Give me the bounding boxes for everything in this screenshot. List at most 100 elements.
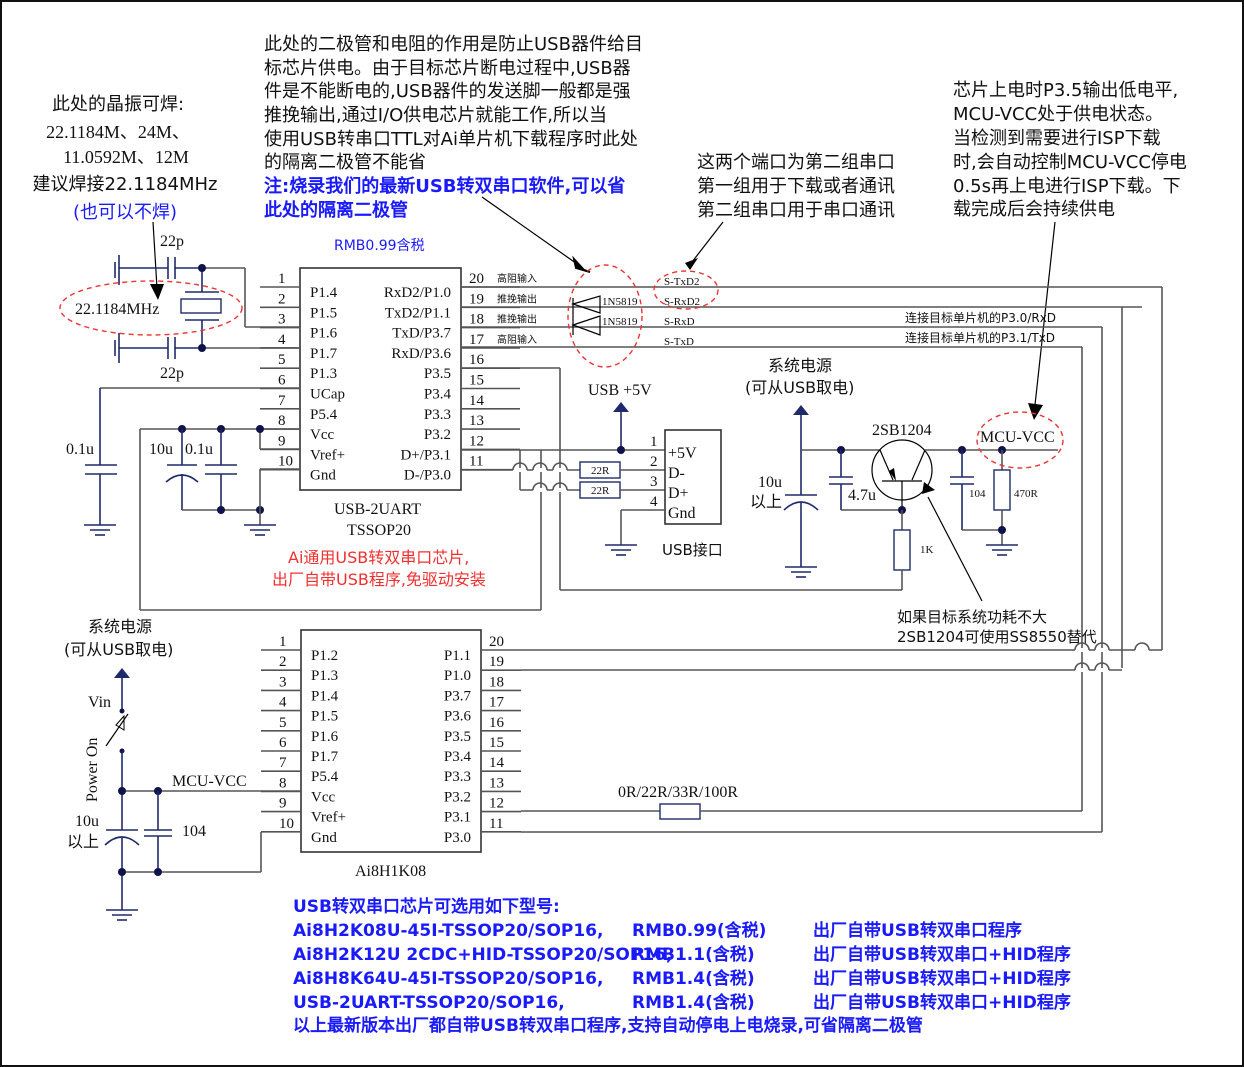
net-s-txd: S-TxD (664, 336, 694, 348)
pin-name: P3.3 (424, 407, 451, 423)
wire-jumper (532, 482, 548, 491)
model-part: Ai8H2K08U-45I-TSSOP20/SOP16, (293, 921, 603, 941)
usb-r2-label: 22R (591, 485, 610, 497)
crystal-note-line: 22.1184M、24M、 (46, 122, 190, 142)
power-on-label: Power On (84, 738, 101, 802)
wire-jumper (1074, 642, 1090, 651)
diode-note: 此处的二极管和电阻的作用是防止USB器件给目 标芯片供电。由于目标芯片断电过程中… (264, 34, 643, 221)
sys-power-title: 系统电源 (768, 356, 832, 375)
arrow-line (481, 196, 581, 267)
power-note-line: 时,会自动控制MCU-VCC停电 (953, 152, 1187, 173)
pin-number: 2 (278, 291, 286, 307)
pin-mode: 高阻输入 (497, 333, 537, 346)
pin-number: 6 (278, 373, 286, 389)
arrow-line (691, 221, 724, 263)
pin-number: 4 (279, 695, 287, 711)
wire-jumper (1094, 662, 1110, 671)
chip-ai8h1k08: Ai8H1K08 1P1.22P1.33P1.44P1.55P1.66P1.77… (261, 629, 1162, 880)
chip-name-label: USB-2UART (334, 501, 421, 518)
pin-number: 9 (278, 433, 286, 449)
pin-number: 13 (469, 413, 484, 429)
diode-note-line: 的隔离二极管不能省 (264, 152, 426, 173)
pin-name: P1.4 (311, 688, 339, 704)
transistor-sub-line: 2SB1204可使用SS8550替代 (897, 628, 1097, 646)
pin-name: UCap (310, 387, 345, 403)
power-note-line: 芯片上电时P3.5输出低电平, (953, 80, 1178, 101)
pin-number: 20 (469, 271, 484, 287)
ports-note: 这两个端口为第二组串口 第一组用于下载或者通讯 第二组串口用于串口通讯 (697, 152, 895, 221)
pin-name: Vcc (310, 427, 334, 443)
diode2-label: 1N5819 (602, 316, 638, 328)
chip-desc-line: 出厂自带USB程序,免驱动安装 (272, 570, 486, 589)
pin-number: 19 (489, 654, 504, 670)
wire-jumper (1074, 662, 1090, 671)
mcu-vcc-highlight (976, 411, 1064, 469)
cin-sub-label: 以上 (750, 492, 782, 511)
arrow-head-icon (150, 284, 164, 300)
pin-number: 7 (279, 755, 287, 771)
pin-name: Vcc (311, 789, 335, 805)
model-price: RMB1.4(含税) (632, 968, 755, 989)
u2-celec-sub: 以上 (67, 832, 99, 851)
target-txd-label: 连接目标单片机的P3.1/TxD (905, 330, 1055, 345)
power-note: 芯片上电时P3.5输出低电平, MCU-VCC处于供电状态。 当检测到需要进行I… (953, 80, 1187, 220)
usb-pin-name: D- (668, 465, 685, 482)
pin-number: 16 (489, 715, 505, 731)
chip-package-label: TSSOP20 (347, 522, 411, 539)
pin-number: 6 (279, 735, 287, 751)
rout-label: 470R (1014, 488, 1039, 500)
diode-note-blue: 注:烧录我们的最新USB转双串口软件,可以省 (264, 175, 625, 197)
pin-name: P3.4 (424, 387, 452, 403)
target-rxd-label: 连接目标单片机的P3.0/RxD (905, 310, 1056, 325)
model-rows: Ai8H2K08U-45I-TSSOP20/SOP16,RMB0.99(含税)出… (293, 920, 1071, 1013)
chip-body (299, 267, 462, 491)
net-s-rxd: S-RxD (664, 316, 695, 328)
pin-name: P1.3 (311, 668, 338, 684)
model-part: Ai8H8K64U-45I-TSSOP20/SOP16, (293, 969, 603, 989)
pin-number: 8 (279, 775, 287, 791)
u1-support-circuit: 0.1u 10u 0.1u (66, 387, 542, 611)
pin-name: TxD/P3.7 (392, 326, 451, 342)
pin-number: 16 (469, 352, 485, 368)
crystal-optional-note: (也可以不焊) (73, 202, 177, 223)
pin-number: 1 (279, 634, 287, 650)
pin-name: P3.4 (444, 749, 472, 765)
usb-power-label: USB +5V (588, 382, 652, 399)
diode1-label: 1N5819 (602, 296, 638, 308)
crystal-note-line: 11.0592M、12M (63, 147, 189, 167)
pin-number: 12 (469, 433, 484, 449)
chip-left-pins: 1P1.22P1.33P1.44P1.55P1.66P1.77P5.48Vcc9… (261, 634, 346, 846)
model-part: Ai8H2K12U 2CDC+HID-TSSOP20/SOP16, (293, 945, 672, 965)
pin-name: RxD2/P1.0 (384, 285, 451, 301)
diode-note-line: 标芯片供电。由于目标芯片断电过程中,USB器 (264, 58, 631, 79)
chip-right-pins: 20RxD2/P1.0高阻输入19TxD2/P1.1推挽输出18TxD/P3.7… (384, 271, 537, 484)
pin-number: 9 (279, 796, 287, 812)
output-resistor (993, 469, 1011, 511)
arrow-line (152, 221, 158, 289)
pin-number: 20 (489, 634, 504, 650)
arrow-head-icon (1028, 403, 1043, 420)
chip-desc-line: Ai通用USB转双串口芯片, (288, 548, 469, 567)
usb-pin-number: 1 (650, 434, 658, 450)
model-desc: 出厂自带USB转双串口+HID程序 (813, 968, 1071, 989)
pin-number: 10 (279, 816, 294, 832)
u2-celec-label: 10u (75, 813, 99, 830)
chip-body (300, 629, 482, 853)
vcc-elec-cap-label: 10u (149, 441, 173, 458)
pin-name: RxD/P3.6 (391, 346, 451, 362)
rbase-label: 1K (920, 544, 934, 556)
pin-number: 4 (278, 332, 286, 348)
chip-left-pins: 1P1.42P1.53P1.64P1.75P1.36UCap7P5.48Vcc9… (260, 271, 345, 484)
chip-price-label: RMB0.99含税 (334, 238, 425, 254)
pin-name: P3.5 (444, 729, 471, 745)
wire-jumper (532, 462, 548, 471)
pin-name: P1.7 (310, 346, 338, 362)
pin-number: 17 (489, 695, 505, 711)
pin-number: 17 (469, 332, 485, 348)
power-note-line: 0.5s再上电进行ISP下载。下 (953, 176, 1181, 197)
pin-name: Gnd (311, 830, 337, 846)
pin-name: P1.4 (310, 285, 338, 301)
annotation-arrows (150, 196, 1056, 602)
pin-number: 10 (278, 454, 293, 470)
